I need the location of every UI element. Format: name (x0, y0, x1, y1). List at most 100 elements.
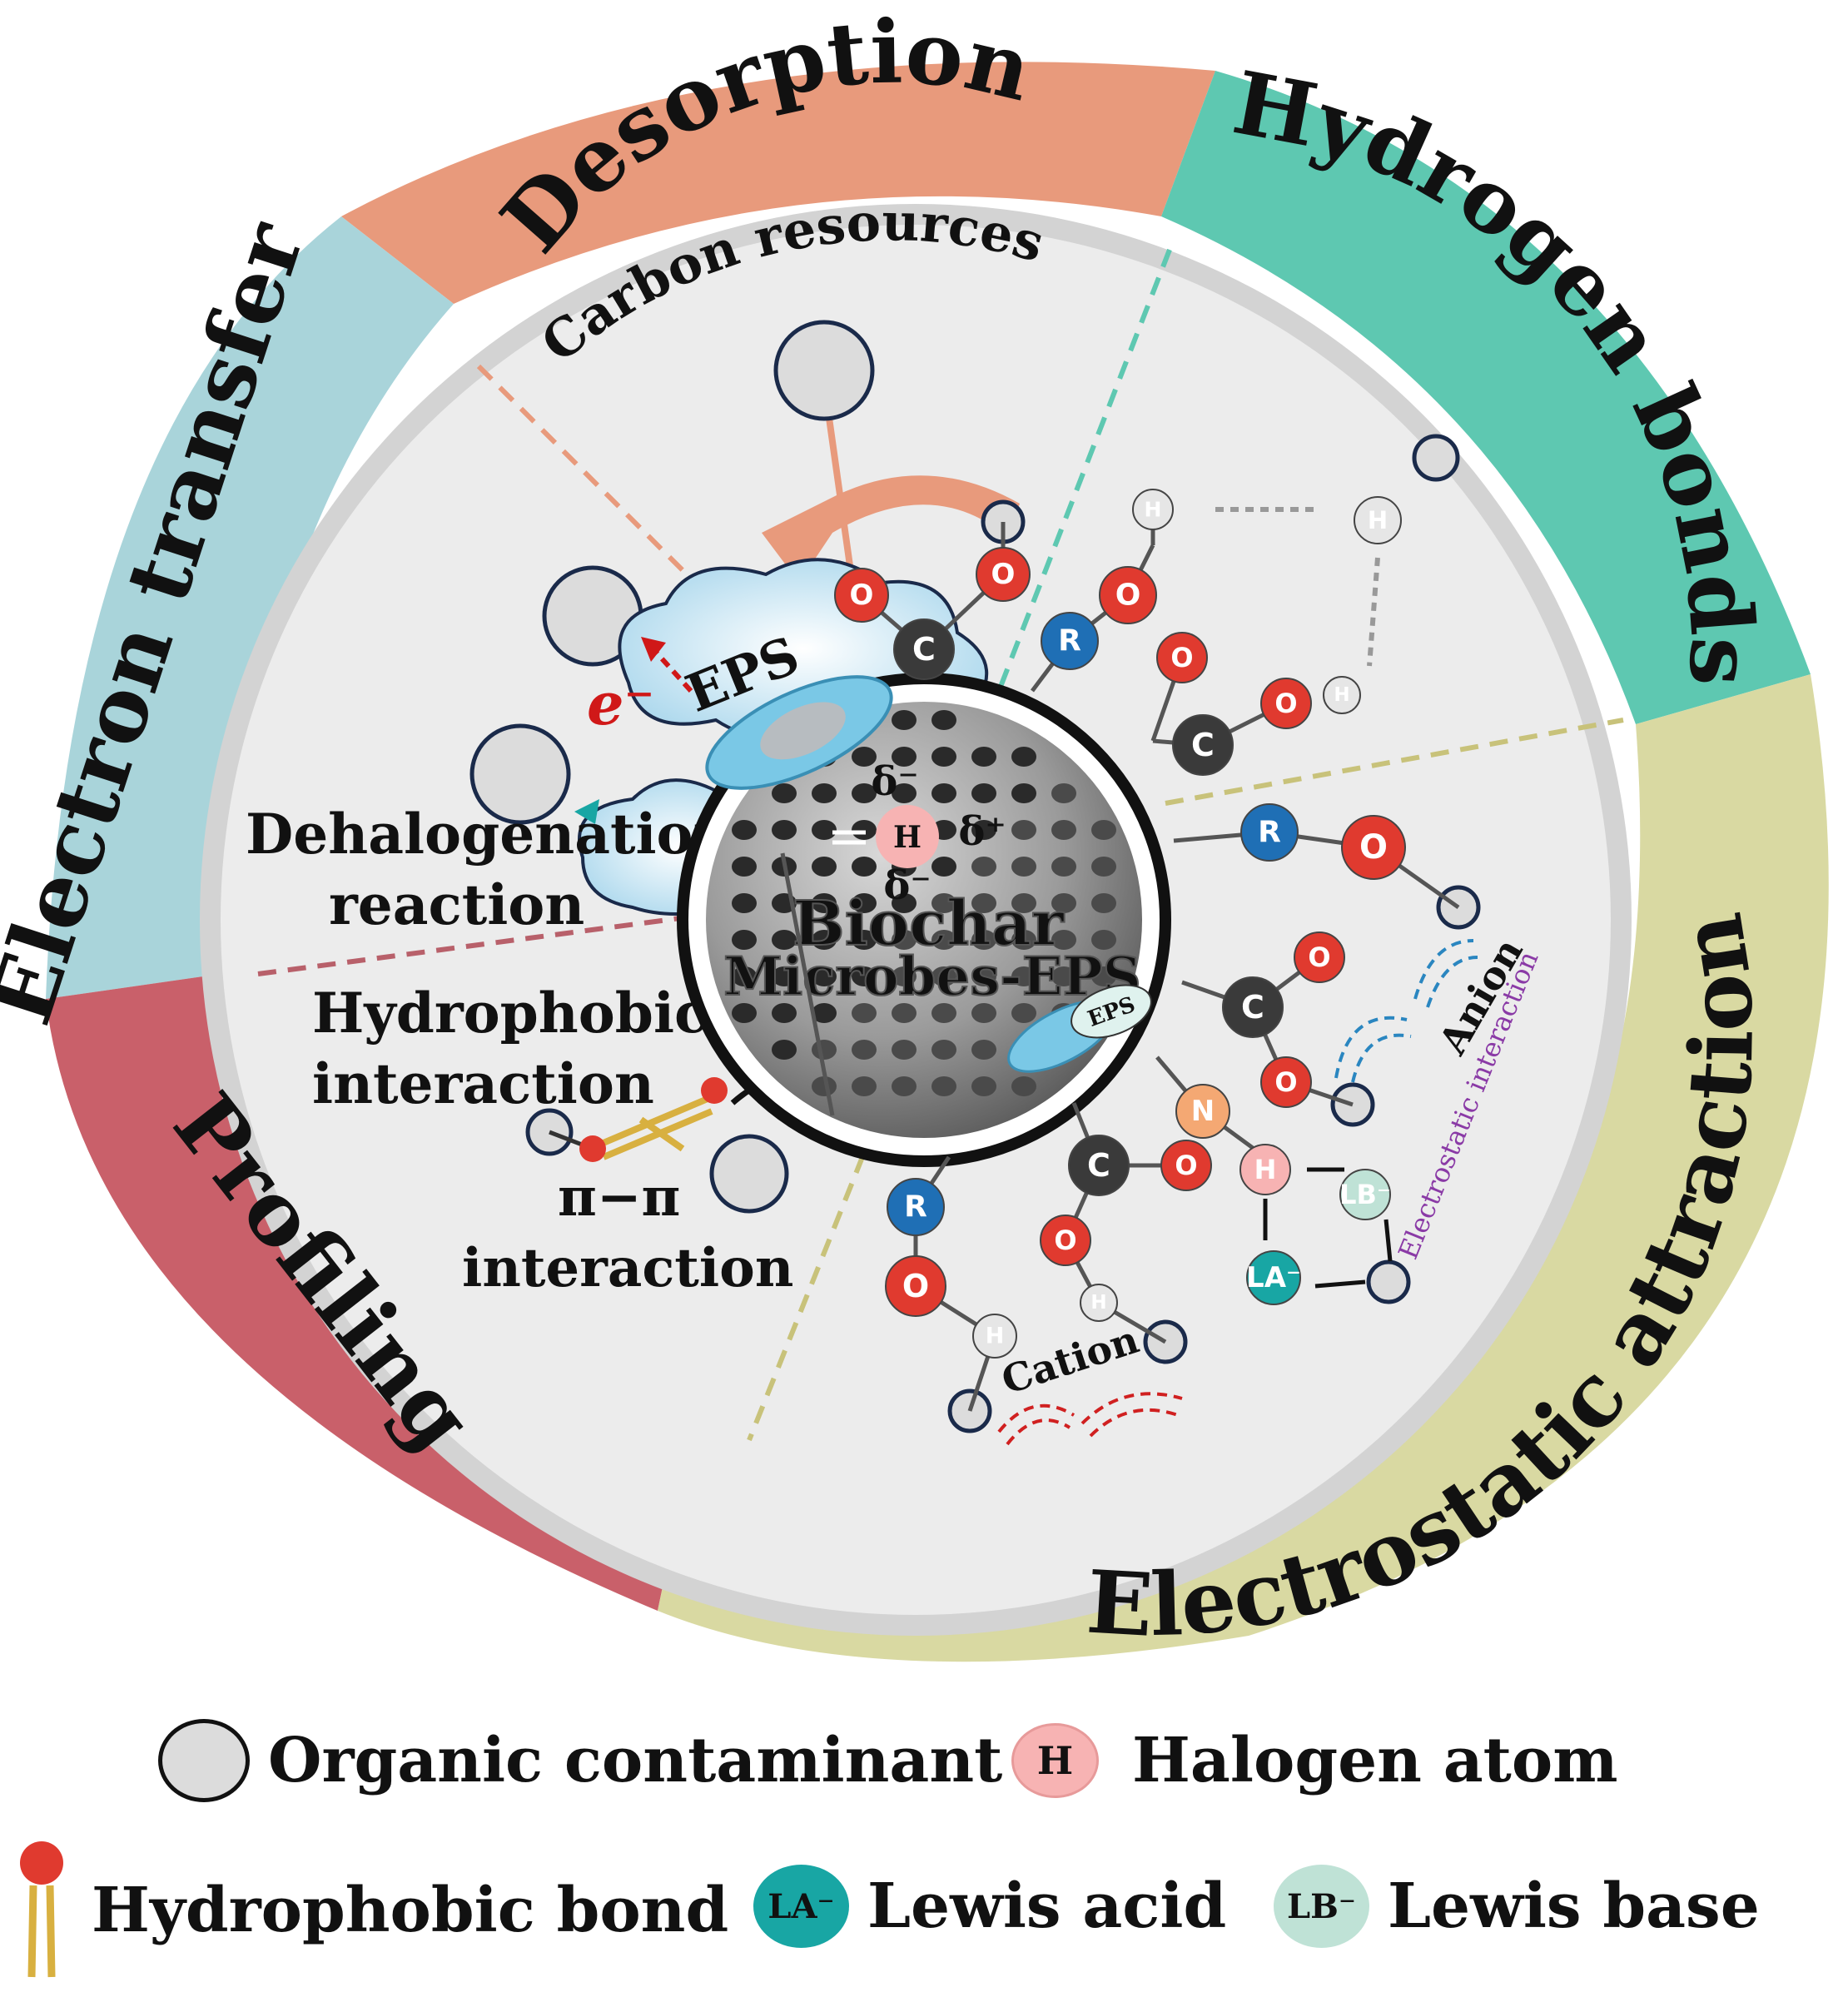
lewis-acid-atom (1246, 1250, 1301, 1305)
sector-electrostatic-attraction (658, 674, 1829, 1662)
hydrogen-atom-label: H (1334, 684, 1349, 706)
r-group-atom-label: R (1258, 816, 1281, 850)
sector-electron-transfer (46, 216, 454, 999)
hbond-dotted (1215, 507, 1380, 667)
pore (931, 966, 956, 986)
oxygen-atom-label: O (1170, 642, 1193, 673)
pore (1011, 857, 1036, 877)
lewis-base-icon: LB⁻ (1274, 1865, 1369, 1948)
oxygen-atom-label: O (1359, 828, 1388, 867)
pore (971, 820, 996, 840)
pore (732, 820, 757, 840)
pore (812, 966, 837, 986)
oxygen-atom-label: O (1175, 1150, 1197, 1181)
pore (892, 1076, 917, 1096)
pore (812, 893, 837, 913)
sector-hydrogen-bonds (1161, 71, 1811, 724)
pore (852, 966, 877, 986)
oxygen-atom (834, 568, 889, 623)
oxygen-atom (885, 1255, 946, 1317)
r-group-atom (887, 1178, 945, 1236)
electron-arrowhead (641, 637, 666, 662)
pore (931, 893, 956, 913)
pore (1011, 1003, 1036, 1023)
hydrogen-atom-label: H (1254, 1154, 1277, 1185)
carbon-atom-label: C (1191, 727, 1215, 763)
hydrogen-atom (1323, 676, 1361, 714)
cation-waves (997, 1392, 1183, 1446)
pore (1011, 1076, 1036, 1096)
hydrophobic-bond-mini (549, 1077, 728, 1162)
anion-waves (1334, 939, 1478, 1083)
oxygen-atom-label: O (1115, 579, 1141, 613)
label-interaction: interaction (312, 1051, 654, 1116)
legend-lewis-acid: LA⁻ Lewis acid (753, 1865, 1226, 1948)
label-delta-plus: δ⁺ (958, 808, 1006, 855)
legend-lewis-base-label: Lewis base (1388, 1870, 1760, 1942)
oxygen-atom (1260, 678, 1312, 729)
pore (892, 747, 917, 767)
pore (852, 783, 877, 803)
pore (1091, 930, 1116, 950)
hydrogen-atom (972, 1314, 1017, 1359)
pore (892, 930, 917, 950)
lewis-base-atom-label: LB⁻ (1339, 1179, 1391, 1210)
oxygen-atom (1099, 566, 1157, 624)
pore (772, 783, 797, 803)
label-microbes-eps: Microbes-EPS (723, 946, 1141, 1008)
pore (931, 710, 956, 730)
pore (852, 930, 877, 950)
pore (1051, 966, 1076, 986)
r-group-atom (1041, 612, 1099, 670)
pore (931, 1003, 956, 1023)
legend-hydrophobic-bond-label: Hydrophobic bond (92, 1875, 729, 1946)
pore (852, 1003, 877, 1023)
label-electron: e⁻ (587, 669, 654, 738)
pore (931, 1040, 956, 1060)
legend-lewis-acid-label: Lewis acid (867, 1870, 1227, 1942)
eps-capsule-core (760, 702, 846, 760)
pore (892, 1040, 917, 1060)
pore (1051, 893, 1076, 913)
contaminant (773, 320, 875, 421)
pore (772, 1003, 797, 1023)
pore (812, 1003, 837, 1023)
pore (812, 783, 837, 803)
pore (892, 1003, 917, 1023)
pore (1051, 783, 1076, 803)
pore (812, 1076, 837, 1096)
hydrophobic-bond-icon (20, 1841, 63, 1978)
pore (971, 893, 996, 913)
pore (1051, 857, 1076, 877)
oxygen-atom (1260, 1056, 1312, 1108)
pore (852, 747, 877, 767)
oxygen-atom (1341, 815, 1406, 880)
label-delta-bottom: δ⁻ (883, 862, 931, 909)
pore (971, 1003, 996, 1023)
eps-label-bubble (1071, 984, 1152, 1039)
nitrogen-atom (1175, 1084, 1230, 1139)
r-group-atom-label: R (904, 1190, 927, 1225)
halogen-center-symbol: H (893, 820, 922, 855)
lewis-base-atom (1339, 1169, 1391, 1220)
oxygen-atom-label: O (902, 1268, 929, 1304)
hydrogen-atom (1132, 489, 1174, 530)
label-pipi-interaction: interaction (462, 1237, 793, 1299)
carbon-atom-label: C (1241, 989, 1264, 1026)
pore (971, 1076, 996, 1096)
hydrogen-atom-label: H (1368, 506, 1388, 534)
lewis-arrows (1263, 1167, 1393, 1289)
pore (1011, 966, 1036, 986)
pore (852, 820, 877, 840)
halogen-atom-center (876, 805, 939, 868)
label-dehalogenation: Dehalogenation (246, 802, 733, 867)
contaminant (709, 1134, 789, 1214)
legend-organic-contaminant-label: Organic contaminant (268, 1725, 1003, 1796)
oxygen-atom-label: O (850, 579, 874, 612)
hydrogen-atom-label: H (1145, 498, 1162, 522)
mechanism-diagram: Desorption Hydrogen bonds Electron trans… (0, 0, 1829, 1662)
pore (1051, 930, 1076, 950)
legend-lewis-base: LB⁻ Lewis base (1274, 1865, 1760, 1948)
lewis-acid-atom-label: LA⁻ (1246, 1261, 1301, 1294)
sector-desorption (341, 62, 1215, 304)
